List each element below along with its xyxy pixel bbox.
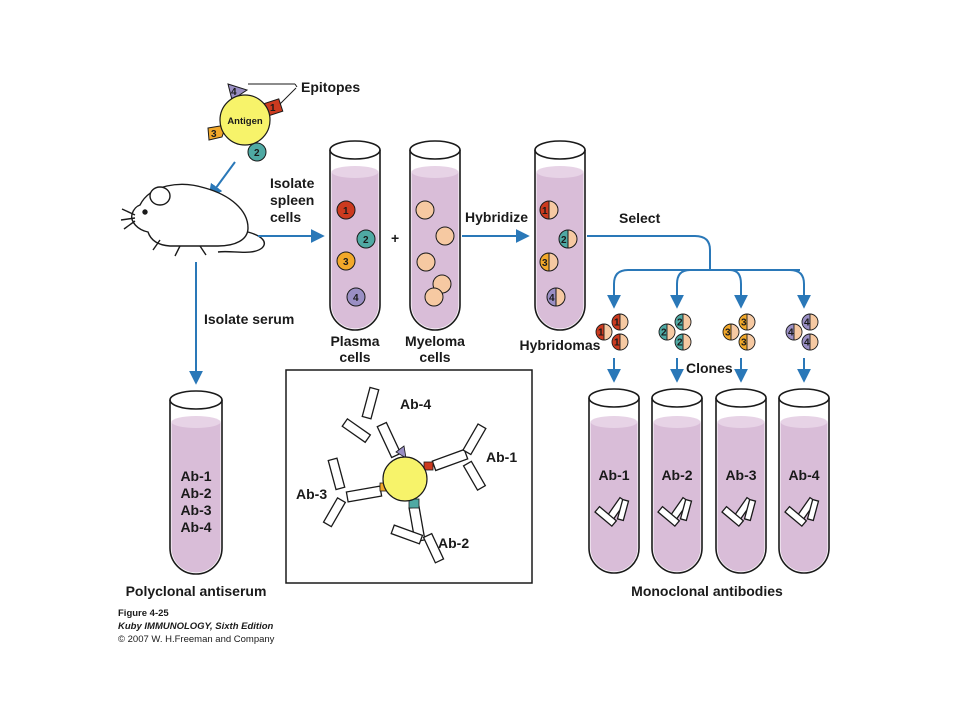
clone-cell: 2 <box>674 333 692 351</box>
clone-cell: 1 <box>595 323 613 341</box>
clone-cell: 3 <box>722 323 740 341</box>
plasma-cells-tube: 1 2 3 4 <box>329 140 381 331</box>
monoclonal-tube-label-1: Ab-1 <box>598 467 629 483</box>
monoclonal-tube-4: Ab-4 <box>778 388 830 574</box>
isolate-spleen-label-3: cells <box>270 209 301 225</box>
isolate-spleen-label-2: spleen <box>270 192 314 208</box>
epitope-2-marker <box>247 142 267 162</box>
hybridoma-1-number: 1 <box>542 206 548 217</box>
clone-number: 4 <box>788 328 794 339</box>
clone-number: 2 <box>661 328 667 339</box>
hybridoma-3-number: 3 <box>542 258 548 269</box>
plasma-cell-3-number: 3 <box>343 257 349 268</box>
clone-cell: 2 <box>674 313 692 331</box>
isolate-serum-label: Isolate serum <box>204 311 294 327</box>
caption-figure: Figure 4-25 <box>118 608 169 619</box>
hybridoma-cell-4: 4 <box>546 287 566 307</box>
select-label: Select <box>619 210 661 226</box>
hybridoma-cell-2: 2 <box>558 229 578 249</box>
monoclonal-antibody-icon <box>721 496 757 528</box>
clone-cluster-1: 111 <box>595 313 629 351</box>
antigen-label: Antigen <box>227 116 263 127</box>
hybridoma-cell-3: 3 <box>539 252 559 272</box>
inset-ab-2-label: Ab-2 <box>438 535 469 551</box>
clone-cell: 2 <box>658 323 676 341</box>
isolate-spleen-label-1: Isolate <box>270 175 315 191</box>
myeloma-label-1: Myeloma <box>405 333 465 349</box>
epitope-4-number: 4 <box>231 87 237 98</box>
clone-cell: 4 <box>785 323 803 341</box>
poly-ab-2: Ab-2 <box>180 485 211 501</box>
select-branch-arrows <box>587 235 811 309</box>
antigen: 4 1 3 2 Antigen <box>207 83 284 162</box>
hybridoma-cell-1: 1 <box>539 200 559 220</box>
inset-ab-1-label: Ab-1 <box>486 449 517 465</box>
myeloma-label-2: cells <box>419 349 450 365</box>
plasma-label-2: cells <box>339 349 370 365</box>
clone-number: 1 <box>614 338 620 349</box>
clone-number: 2 <box>677 318 683 329</box>
plasma-cell-1-number: 1 <box>343 206 349 217</box>
monoclonal-antibody-icon <box>657 496 693 528</box>
epitopes-bracket <box>248 83 298 105</box>
mouse <box>120 183 266 257</box>
monoclonal-antibodies-label: Monoclonal antibodies <box>631 583 783 599</box>
clone-number: 1 <box>614 318 620 329</box>
clone-number: 2 <box>677 338 683 349</box>
monoclonal-tube-3: Ab-3 <box>715 388 767 574</box>
inset-ab-3-label: Ab-3 <box>296 486 327 502</box>
clone-number: 3 <box>741 318 747 329</box>
clone-number: 1 <box>598 328 604 339</box>
hybridomas-label: Hybridomas <box>520 337 601 353</box>
plus-sign: + <box>391 230 399 246</box>
epitope-1-number: 1 <box>270 103 276 114</box>
hybridomas-tube: 1 2 3 4 <box>534 140 586 331</box>
monoclonal-antibody-icon <box>784 496 820 528</box>
caption-book: Kuby IMMUNOLOGY, Sixth Edition <box>118 621 274 632</box>
poly-ab-1: Ab-1 <box>180 468 211 484</box>
polyclonal-tube: Ab-1 Ab-2 Ab-3 Ab-4 <box>169 390 223 575</box>
antigen-core <box>219 94 271 146</box>
epitope-3-number: 3 <box>211 129 217 140</box>
inset-ab-4-label: Ab-4 <box>400 396 431 412</box>
clone-cell: 4 <box>801 333 819 351</box>
inset-antibody-binding: Ab-4 Ab-1 Ab-3 Ab-2 <box>285 369 533 584</box>
poly-ab-4: Ab-4 <box>180 519 211 535</box>
monoclonal-antibody-icon <box>594 496 630 528</box>
clones-label: Clones <box>686 360 733 376</box>
monoclonal-tube-label-2: Ab-2 <box>661 467 692 483</box>
plasma-cell-2-number: 2 <box>363 235 369 246</box>
clone-cell: 4 <box>801 313 819 331</box>
epitopes-label: Epitopes <box>301 79 360 95</box>
clone-arrows <box>607 358 811 383</box>
clone-cell: 1 <box>611 333 629 351</box>
plasma-label-1: Plasma <box>330 333 379 349</box>
clone-number: 3 <box>725 328 731 339</box>
clone-cluster-2: 222 <box>658 313 692 351</box>
clone-cell: 3 <box>738 333 756 351</box>
plasma-cell-4-number: 4 <box>353 293 359 304</box>
clone-number: 4 <box>804 318 810 329</box>
hybridoma-4-number: 4 <box>549 293 555 304</box>
monoclonal-tube-1: Ab-1 <box>588 388 640 574</box>
caption-copyright: © 2007 W. H.Freeman and Company <box>118 634 275 645</box>
monoclonal-tube-2: Ab-2 <box>651 388 703 574</box>
monoclonal-tube-label-4: Ab-4 <box>788 467 819 483</box>
epitope-2-number: 2 <box>254 148 260 159</box>
clone-number: 3 <box>741 338 747 349</box>
clone-number: 4 <box>804 338 810 349</box>
monoclonal-tube-label-3: Ab-3 <box>725 467 756 483</box>
hybridoma-2-number: 2 <box>561 235 567 246</box>
monoclonal-tubes: Ab-1 Ab-2 Ab-3 Ab-4 <box>588 388 830 574</box>
hybridize-label: Hybridize <box>465 209 528 225</box>
polyclonal-antiserum-label: Polyclonal antiserum <box>126 583 267 599</box>
clone-cluster-3: 333 <box>722 313 756 351</box>
poly-ab-3: Ab-3 <box>180 502 211 518</box>
clone-cluster-4: 444 <box>785 313 819 351</box>
clone-cell: 3 <box>738 313 756 331</box>
clone-cell: 1 <box>611 313 629 331</box>
myeloma-cells-tube <box>409 140 461 331</box>
